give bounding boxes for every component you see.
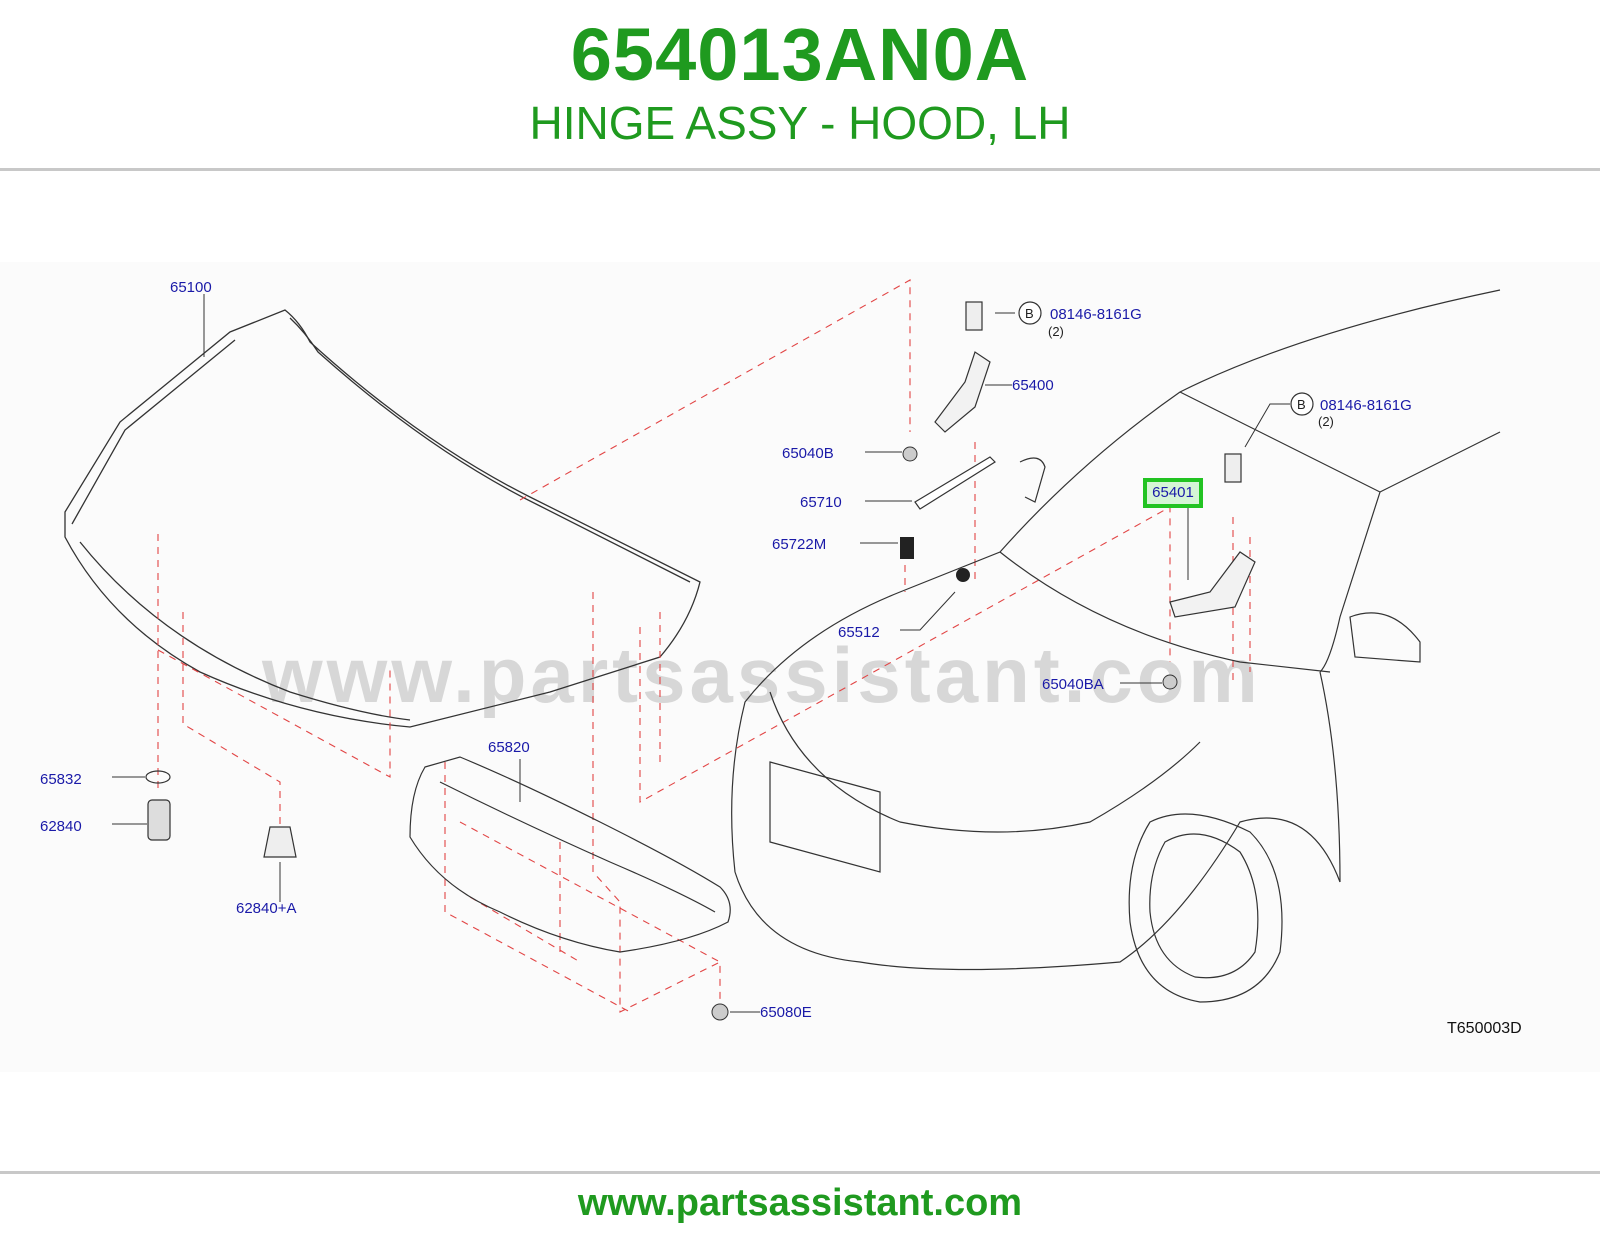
hood-panel: [64, 309, 701, 728]
callout-62840: 62840: [40, 818, 82, 835]
highlighted-part-callout[interactable]: 65401: [1143, 478, 1203, 508]
hood-insulator: [409, 756, 731, 953]
footer-divider: [0, 1171, 1600, 1174]
diagram-drawing: www.partsassistant.com: [40, 279, 1522, 1037]
callout-65832: 65832: [40, 771, 82, 788]
leader-lines: [157, 279, 1251, 1013]
callout-65710: 65710: [800, 494, 842, 511]
grommet-65512: [956, 568, 970, 582]
callout-qty-right: (2): [1318, 414, 1334, 429]
highlighted-part-label: 65401: [1152, 484, 1194, 501]
hood-bumper-62840: [147, 799, 171, 841]
header: 654013AN0A HINGE ASSY - HOOD, LH: [0, 0, 1600, 168]
callout-65100: 65100: [170, 279, 212, 296]
bolt-marker-upper: [1018, 301, 1042, 325]
washer-65832: [145, 770, 171, 784]
callout-65722m: 65722M: [772, 536, 826, 553]
hinge-rh-65400: [934, 351, 991, 433]
diagram-reference-code: T650003D: [1447, 1020, 1522, 1037]
clip-65080e: [711, 1003, 729, 1021]
callout-65400: 65400: [1012, 377, 1054, 394]
diagram-watermark: www.partsassistant.com: [261, 631, 1262, 719]
parts-diagram: www.partsassistant.com: [0, 262, 1600, 1072]
callout-62840-a: 62840+A: [236, 900, 296, 917]
callout-08146-8161g-upper: 08146-8161G: [1050, 306, 1142, 323]
bolt-marker-right: [1290, 392, 1314, 416]
callout-65080e: 65080E: [760, 1004, 812, 1021]
footer-url[interactable]: www.partsassistant.com: [577, 1182, 1023, 1224]
nut-65040ba: [1162, 674, 1178, 690]
bolt-marker-upper-letter: B: [1025, 306, 1034, 321]
callout-08146-8161g-right: 08146-8161G: [1320, 397, 1412, 414]
callout-65040b: 65040B: [782, 445, 834, 462]
bolt-right: [1224, 453, 1242, 483]
callout-65040ba: 65040BA: [1042, 676, 1104, 693]
part-name: HINGE ASSY - HOOD, LH: [529, 97, 1071, 149]
hood-bumper-62840a: [263, 826, 297, 858]
callout-65512: 65512: [838, 624, 880, 641]
callout-qty-upper: (2): [1048, 324, 1064, 339]
fasteners: [145, 301, 1256, 1021]
header-divider: [0, 168, 1600, 171]
clip-65722m: [900, 537, 914, 559]
bolt-upper: [965, 301, 983, 331]
car-body: [731, 289, 1501, 1003]
part-number: 654013AN0A: [570, 13, 1030, 96]
nut-65040b: [902, 446, 918, 462]
bolt-marker-right-letter: B: [1297, 397, 1306, 412]
rod-65710: [914, 456, 996, 510]
hinge-lh-65401: [1169, 551, 1256, 618]
callout-65820: 65820: [488, 739, 530, 756]
callout-leaders: [112, 294, 1290, 1013]
